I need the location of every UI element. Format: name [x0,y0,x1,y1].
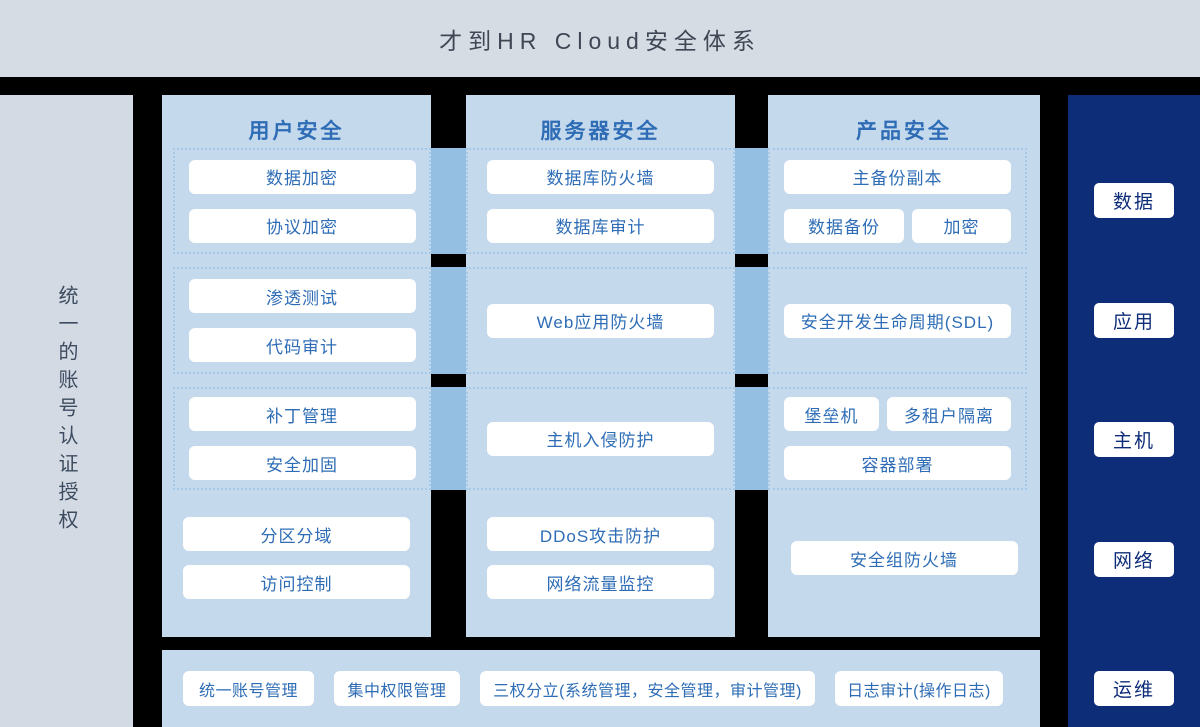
node-database-firewall: 数据库防火墙 [487,159,714,194]
group-user-network-layer: 分区分域 访问控制 [162,505,431,611]
group-server-data-layer: 数据库防火墙 数据库审计 [466,148,735,254]
pair-bastion-tenant: 堡垒机 多租户隔离 [784,397,1011,431]
connector-col1-col2-row1 [431,148,466,254]
group-product-host-layer: 堡垒机 多租户隔离 容器部署 [768,387,1027,490]
group-product-data-layer: 主备份副本 数据备份 加密 [768,148,1027,254]
node-ddos-protection: DDoS攻击防护 [487,517,714,551]
group-user-app-layer: 渗透测试 代码审计 [173,267,431,374]
node-bastion-host: 堡垒机 [784,397,879,431]
pair-backup-encryption: 数据备份 加密 [784,208,1011,243]
column-user-security: 用户安全 数据加密 协议加密 渗透测试 代码审计 补丁管理 安全加固 分区分域 … [162,95,431,637]
left-sidebar-unified-auth: 统一的账号认证授权 [0,95,133,727]
left-sidebar-label: 统一的账号认证授权 [55,285,77,537]
node-code-audit: 代码审计 [188,328,416,362]
connector-col2-col3-row2 [735,267,768,374]
layer-data: 数据 [1094,183,1174,218]
node-patch-management: 补丁管理 [188,397,416,431]
connector-col1-col2-row3 [431,387,466,490]
node-centralized-permission-management: 集中权限管理 [334,671,460,706]
layer-ops: 运维 [1094,671,1174,706]
node-unified-account-management: 统一账号管理 [183,671,314,706]
node-penetration-testing: 渗透测试 [188,279,416,313]
group-user-data-layer: 数据加密 协议加密 [173,148,431,254]
node-host-intrusion-protection: 主机入侵防护 [487,421,714,456]
node-container-deployment: 容器部署 [784,446,1011,480]
node-security-hardening: 安全加固 [188,446,416,480]
node-multi-tenant-isolation: 多租户隔离 [887,397,1011,431]
page-header: 才到HR Cloud安全体系 [0,0,1200,77]
group-server-network-layer: DDoS攻击防护 网络流量监控 [466,505,735,611]
group-product-app-layer: 安全开发生命周期(SDL) [768,267,1027,374]
column-title-server-security: 服务器安全 [540,120,661,143]
node-encryption: 加密 [912,208,1011,243]
layer-network: 网络 [1094,542,1174,577]
node-partition-zoning: 分区分域 [183,517,410,551]
bottom-bar-ops-governance: 统一账号管理 集中权限管理 三权分立(系统管理，安全管理，审计管理) 日志审计(… [162,650,1040,727]
column-product-security: 产品安全 主备份副本 数据备份 加密 安全开发生命周期(SDL) 堡垒机 多租户… [768,95,1040,637]
node-network-traffic-monitoring: 网络流量监控 [487,565,714,599]
column-title-user-security: 用户安全 [248,120,345,143]
node-data-encryption: 数据加密 [188,159,416,194]
node-security-group-firewall: 安全组防火墙 [790,541,1018,575]
group-product-network-layer: 安全组防火墙 [768,505,1040,611]
connector-col2-col3-row3 [735,387,768,490]
node-data-backup: 数据备份 [784,208,904,243]
connector-col2-col3-row1 [735,148,768,254]
group-user-host-layer: 补丁管理 安全加固 [173,387,431,490]
node-secure-development-lifecycle: 安全开发生命周期(SDL) [784,303,1011,338]
node-access-control: 访问控制 [183,565,410,599]
node-log-audit: 日志审计(操作日志) [835,671,1003,706]
node-separation-of-three-powers: 三权分立(系统管理，安全管理，审计管理) [480,671,815,706]
group-server-app-layer: Web应用防火墙 [466,267,735,374]
layer-application: 应用 [1094,303,1174,338]
connector-col1-col2-row2 [431,267,466,374]
right-sidebar-layers: 数据 应用 主机 网络 运维 [1068,95,1200,727]
column-server-security: 服务器安全 数据库防火墙 数据库审计 Web应用防火墙 主机入侵防护 DDoS攻… [466,95,735,637]
node-web-application-firewall: Web应用防火墙 [487,303,714,338]
page-title: 才到HR Cloud安全体系 [439,27,761,54]
node-protocol-encryption: 协议加密 [188,208,416,243]
layer-host: 主机 [1094,422,1174,457]
node-database-audit: 数据库审计 [487,208,714,243]
column-title-product-security: 产品安全 [856,120,952,143]
group-server-host-layer: 主机入侵防护 [466,387,735,490]
node-primary-backup-replica: 主备份副本 [784,159,1011,194]
